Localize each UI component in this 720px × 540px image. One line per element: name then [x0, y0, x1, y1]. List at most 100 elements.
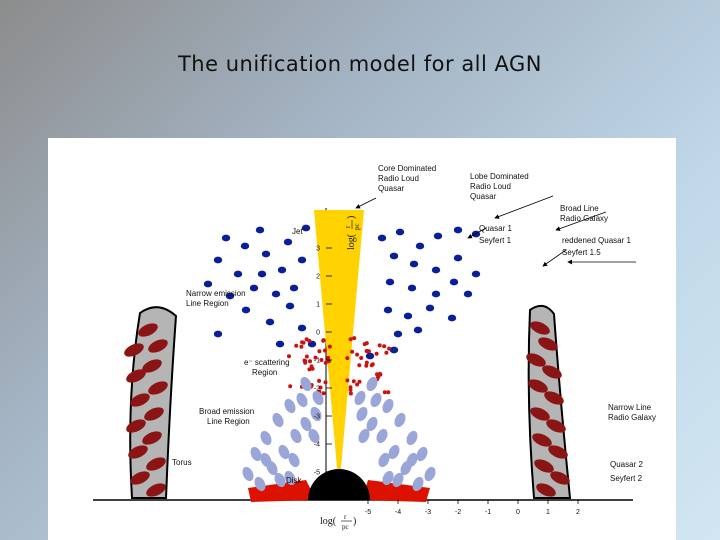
v-tick-label: -1 [314, 358, 320, 365]
blr-cloud [272, 412, 284, 428]
torus-cloud [544, 391, 564, 405]
scatter-dot [357, 363, 362, 368]
scatter-dot [317, 349, 322, 354]
label-blr-1: Broad emission [199, 407, 254, 416]
nlr-cloud [377, 234, 387, 242]
nlr-cloud [213, 330, 223, 338]
v-label-pc: pc [353, 223, 361, 230]
scatter-dot [377, 371, 382, 376]
scatter-dot [376, 375, 381, 380]
nlr-cloud [393, 330, 403, 338]
nlr-cloud [213, 256, 223, 264]
nlr-cloud [431, 266, 441, 274]
label-quasar2: Quasar 2 [610, 460, 643, 469]
torus-cloud [148, 339, 168, 353]
blr-cloud [406, 430, 418, 446]
label-torus: Torus [172, 458, 192, 467]
blr-cloud [278, 444, 290, 460]
blr-cloud [260, 452, 272, 468]
torus-cloud [126, 419, 146, 433]
nlr-cloud [425, 304, 435, 312]
blr-cloud [354, 390, 366, 406]
v-label-close: ) [346, 216, 357, 219]
blr-cloud [382, 470, 394, 486]
label-core-dominated-3: Quasar [378, 184, 405, 193]
scatter-dot [377, 343, 382, 348]
h-tick-label: -1 [485, 509, 491, 516]
v-tick-label: -4 [314, 442, 320, 449]
blr-cloud [250, 446, 262, 462]
nlr-cloud [415, 242, 425, 250]
label-nlr-2: Line Region [186, 299, 229, 308]
torus-cloud [144, 407, 164, 421]
scatter-dot [313, 355, 318, 360]
vertical-axis-label: log( r pc ) [344, 216, 361, 250]
scatter-dot [382, 390, 387, 395]
torus-cloud [142, 359, 162, 373]
torus-cloud [526, 353, 546, 367]
blr-cloud [388, 444, 400, 460]
scatter-dot [348, 391, 353, 396]
nlr-cloud [449, 278, 459, 286]
torus-cloud [146, 457, 166, 471]
blr-cloud [300, 376, 312, 392]
torus-cloud [530, 321, 550, 335]
v-tick-label: -3 [314, 414, 320, 421]
disk-left [248, 480, 316, 502]
scatter-dot [365, 349, 370, 354]
scatter-dot [299, 344, 304, 349]
blr-cloud [416, 446, 428, 462]
nlr-cloud [297, 324, 307, 332]
nlr-cloud [447, 314, 457, 322]
label-disk: Disk [286, 476, 303, 485]
scatter-dot [345, 356, 350, 361]
v-tick-label: -2 [314, 386, 320, 393]
nlr-cloud [383, 306, 393, 314]
torus-cloud [538, 337, 558, 351]
label-lobe-dominated-3: Quasar [470, 192, 497, 201]
scatter-dot [321, 391, 326, 396]
disk-right [362, 480, 430, 502]
nlr-cloud [249, 284, 259, 292]
label-seyfert1: Seyfert 1 [479, 236, 512, 245]
h-tick-label: 2 [576, 509, 580, 516]
scatter-dot [303, 360, 308, 365]
scatter-dot [362, 342, 367, 347]
narrow-line-region-clouds [203, 224, 481, 360]
h-tick-label: -5 [365, 509, 371, 516]
nlr-cloud [257, 270, 267, 278]
scatter-dot [287, 354, 291, 359]
blr-cloud [366, 376, 378, 392]
h-tick-label: 0 [516, 509, 520, 516]
h-label-log: log( [320, 516, 337, 527]
nlr-cloud [241, 306, 251, 314]
blr-cloud [290, 428, 302, 444]
nlr-cloud [289, 284, 299, 292]
blr-cloud [424, 466, 436, 482]
scatter-dot [307, 367, 312, 372]
torus-cloud [126, 369, 146, 383]
scatter-dot [382, 344, 387, 349]
scatter-dot [370, 362, 375, 367]
label-lobe-dominated-2: Radio Loud [470, 182, 511, 191]
scatter-dot [348, 387, 353, 392]
torus-cloud [530, 407, 550, 421]
label-broad-line-rg-2: Radio Galaxy [560, 214, 608, 223]
nlr-cloud [271, 290, 281, 298]
arrow-broad-line-rg [555, 211, 607, 231]
scatter-dot [351, 379, 356, 384]
nlr-cloud [453, 254, 463, 262]
label-nlrg-1: Narrow Line [608, 403, 652, 412]
scatter-dot [321, 338, 326, 343]
jet-cone [314, 210, 364, 490]
h-label-pc: pc [342, 523, 349, 531]
v-tick-label: 3 [316, 246, 320, 253]
scatter-dot [357, 379, 362, 384]
scatter-dot [323, 348, 327, 353]
nlr-cloud [275, 340, 285, 348]
label-blr-2: Line Region [207, 417, 250, 426]
torus-clouds [124, 321, 570, 497]
